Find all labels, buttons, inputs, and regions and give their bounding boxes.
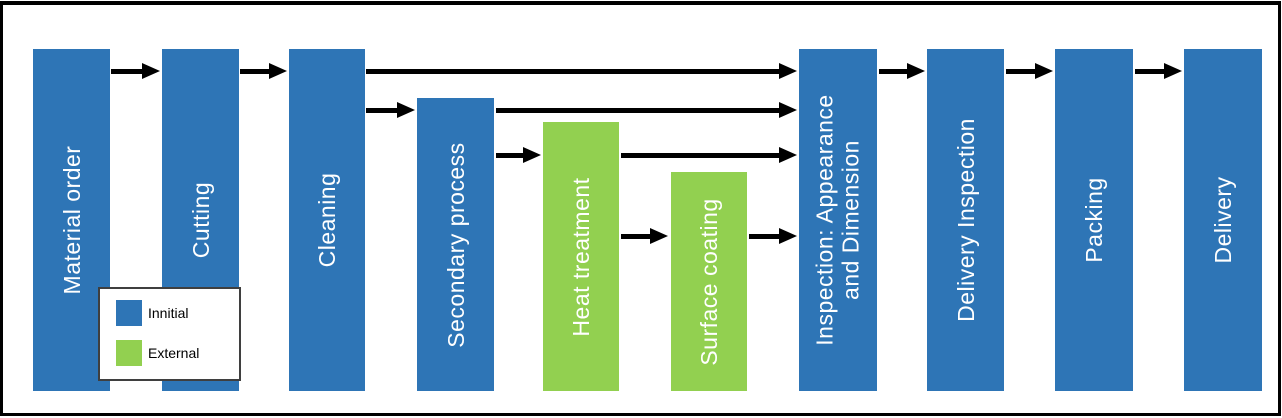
- step-delivery-inspection: Delivery Inspection: [927, 49, 1004, 391]
- arrow-material-order-to-cutting: [111, 68, 142, 74]
- step-label: Material order: [58, 145, 85, 295]
- step-label: Delivery Inspection: [952, 118, 979, 322]
- step-label: Inspection: Appearance and Dimension: [811, 94, 864, 346]
- step-label: Secondary process: [442, 141, 469, 348]
- step-heat-treatment: Heat treatment: [543, 122, 619, 391]
- step-packing: Packing: [1055, 49, 1133, 391]
- legend: Innitial External: [98, 287, 241, 381]
- arrow-heat-treatment-to-surface-coating: [621, 233, 650, 239]
- legend-swatch-initial: [116, 300, 142, 326]
- step-label: Cleaning: [313, 172, 340, 268]
- step-delivery: Delivery: [1184, 49, 1262, 391]
- arrow-inspection-to-delivery-inspection: [879, 68, 907, 74]
- arrow-packing-to-delivery: [1135, 68, 1164, 74]
- arrow-cleaning-to-secondary-process: [366, 107, 397, 113]
- legend-swatch-external: [116, 340, 142, 366]
- legend-label-external: External: [148, 345, 200, 361]
- arrow-heat-treatment-to-inspection: [621, 152, 779, 158]
- arrow-cutting-to-cleaning: [240, 68, 269, 74]
- arrow-surface-coating-to-inspection: [749, 233, 779, 239]
- step-label: Packing: [1080, 177, 1107, 263]
- step-surface-coating: Surface coating: [671, 172, 747, 391]
- arrow-delivery-inspection-to-packing: [1006, 68, 1035, 74]
- step-label: Surface coating: [695, 197, 722, 366]
- legend-item-initial: Innitial: [116, 300, 239, 326]
- arrow-secondary-process-to-heat-treatment: [496, 152, 523, 158]
- step-inspection-appearance-dimension: Inspection: Appearance and Dimension: [799, 49, 877, 391]
- step-material-order: Material order: [33, 49, 110, 391]
- arrow-secondary-process-to-inspection: [496, 107, 779, 113]
- legend-item-external: External: [116, 340, 239, 366]
- step-cleaning: Cleaning: [289, 49, 365, 391]
- arrow-cleaning-to-inspection: [366, 68, 779, 74]
- step-label: Cutting: [187, 181, 214, 259]
- step-label: Heat treatment: [567, 176, 594, 337]
- step-label: Delivery: [1209, 176, 1236, 264]
- legend-label-initial: Innitial: [148, 305, 189, 321]
- step-secondary-process: Secondary process: [417, 98, 494, 391]
